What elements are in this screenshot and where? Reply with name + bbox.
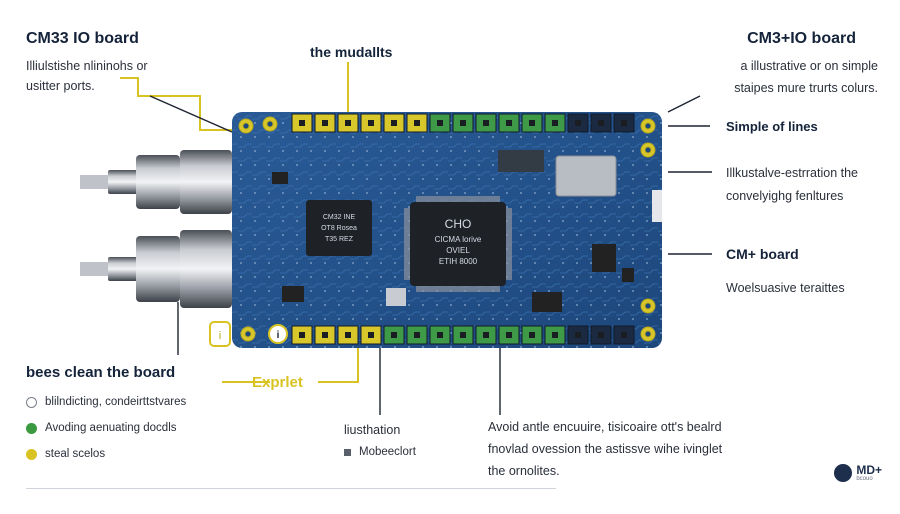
gpio-header-top xyxy=(291,113,635,133)
gpio-header-bottom xyxy=(291,325,635,345)
header-pin-hole xyxy=(575,332,581,338)
list-item-label: blilndicting, condeirttstvares xyxy=(45,396,187,408)
usb-connector-bottom xyxy=(80,230,232,308)
header-pin-hole xyxy=(483,332,489,338)
header-pin-hole xyxy=(575,120,581,126)
header-pin-hole xyxy=(621,332,627,338)
header-pin-hole xyxy=(552,120,558,126)
io-board xyxy=(232,112,662,348)
illustration-item: Mobeeclort xyxy=(344,446,416,458)
header-pin-hole xyxy=(598,332,604,338)
header-pin-hole xyxy=(529,332,535,338)
usb-connector-top xyxy=(80,150,232,214)
divider xyxy=(26,488,556,489)
list-item: steal scelos xyxy=(26,441,186,467)
header-pin-hole xyxy=(437,332,443,338)
header-pin-hole xyxy=(483,120,489,126)
right-panel-line-2: staipes mure trurts colurs. xyxy=(734,81,878,95)
bottom-left-list: blilndicting, condeirttstvares Avoding a… xyxy=(26,389,186,467)
left-panel-title: CM33 IO board xyxy=(26,30,139,47)
outline-dot-icon xyxy=(26,396,37,408)
left-chip-line-3: T35 REZ xyxy=(325,236,354,243)
marker-box-left xyxy=(209,321,231,347)
callout-lines-yellow xyxy=(120,62,359,383)
header-pin-hole xyxy=(391,332,397,338)
header-pin-hole xyxy=(506,120,512,126)
list-item: Avoding aenuating docdls xyxy=(26,415,186,441)
brand-sub-text: bcouo xyxy=(856,476,873,482)
left-panel-line-1: Illiulstishe nlininohs or xyxy=(26,59,148,73)
bottom-right-line-2: fnovlad ovession the astissve wihe iving… xyxy=(488,442,723,456)
marker-circle xyxy=(268,324,288,344)
left-panel-line-2: usitter ports. xyxy=(26,79,95,93)
marker-circle-label: i xyxy=(277,330,280,341)
header-pin-hole xyxy=(368,120,374,126)
list-item: blilndicting, condeirttstvares xyxy=(26,389,186,415)
list-item-label: Avoding aenuating docdls xyxy=(45,422,177,434)
header-pin-hole xyxy=(460,120,466,126)
main-chip-line-4: ETIH 8000 xyxy=(439,257,478,266)
header-pin-hole xyxy=(368,332,374,338)
label-woels: Woelsuasive teraittes xyxy=(726,281,845,295)
header-pin-hole xyxy=(598,120,604,126)
main-chip-line-2: CICMA lorive xyxy=(435,235,482,244)
right-panel-line-1: a illustrative or on simple xyxy=(740,59,878,73)
right-panel-title: CM3+IO board xyxy=(747,30,856,47)
main-chip-label: CHO CICMA lorive OVIEL ETIH 8000 xyxy=(435,217,482,266)
left-chip-label: CM32 INE OT8 Rosea T35 REZ xyxy=(321,214,357,243)
header-pin-hole xyxy=(621,120,627,126)
header-pin-hole xyxy=(391,120,397,126)
bottom-right-line-1: Avoid antle encuuire, tisicoaire ott's b… xyxy=(488,420,722,434)
callout-lines-dark xyxy=(149,95,712,415)
label-cm-board: CM+ board xyxy=(726,246,799,262)
header-pin-hole xyxy=(345,120,351,126)
square-bullet-icon xyxy=(344,448,351,456)
brand-circle-icon xyxy=(834,464,853,482)
bottom-left-title: bees clean the board xyxy=(26,364,176,381)
header-pin-hole xyxy=(414,120,420,126)
header-pin-hole xyxy=(506,332,512,338)
main-chip-line-3: OVIEL xyxy=(446,246,470,255)
top-center-label: the mudallts xyxy=(310,44,393,60)
green-dot-icon xyxy=(26,422,37,434)
header-pin-hole xyxy=(322,332,328,338)
illustration-item-label: Mobeeclort xyxy=(359,446,416,458)
left-chip-line-1: CM32 INE xyxy=(323,214,356,221)
header-pin-hole xyxy=(529,120,535,126)
label-simple-lines: Simple of lines xyxy=(726,119,818,134)
list-item-label: steal scelos xyxy=(45,448,106,460)
marker-box-left-label: i xyxy=(219,330,221,342)
label-illustrative-line-1: Illkustalve-estrration the xyxy=(726,166,859,180)
header-pin-hole xyxy=(322,120,328,126)
label-illustrative-line-2: convelyighg fenltures xyxy=(726,189,844,203)
header-pin-hole xyxy=(437,120,443,126)
left-chip-line-2: OT8 Rosea xyxy=(321,225,357,232)
header-pin-hole xyxy=(299,120,305,126)
exprlet-label: Exprlet xyxy=(252,374,303,391)
illustration-title: liusthation xyxy=(344,423,401,437)
header-pin-hole xyxy=(345,332,351,338)
bottom-right-line-3: the ornolites. xyxy=(488,464,560,478)
header-pin-hole xyxy=(460,332,466,338)
header-pin-hole xyxy=(414,332,420,338)
brand-logo: MD+ bcouo xyxy=(834,464,882,482)
header-pin-hole xyxy=(552,332,558,338)
header-pin-hole xyxy=(299,332,305,338)
brand-main-text: MD+ xyxy=(856,463,882,477)
yellow-dot-icon xyxy=(26,448,37,460)
main-chip-line-1: CHO xyxy=(445,217,472,231)
